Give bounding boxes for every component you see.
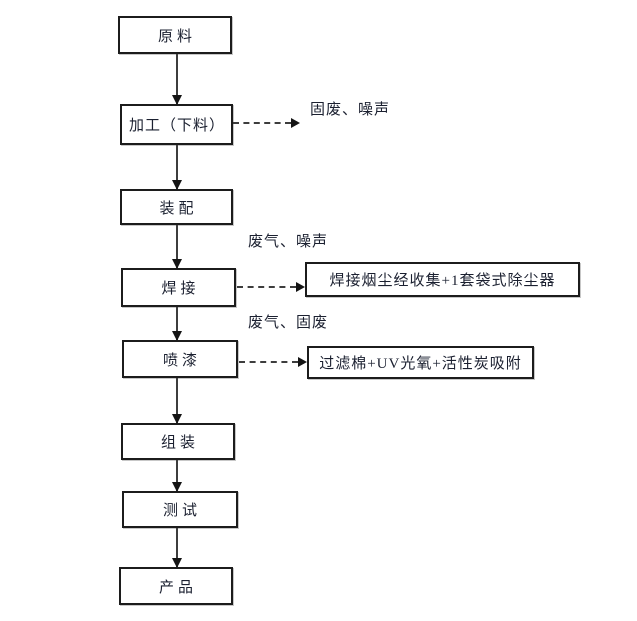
- arrow-head-icon: [172, 558, 182, 568]
- down-arrow-raw-to-processing: [172, 54, 182, 105]
- arrow-head-icon: [291, 118, 300, 128]
- flow-node-painting: 喷漆: [122, 340, 238, 378]
- down-arrow-fitting-to-welding: [172, 225, 182, 269]
- emission-label-solid-waste-noise: 固废、噪声: [310, 102, 391, 118]
- down-arrow-welding-to-painting: [172, 307, 182, 341]
- flow-node-fitting: 装配: [120, 189, 233, 225]
- arrow-head-icon: [296, 282, 305, 292]
- flow-node-processing: 加工（下料）: [120, 104, 233, 145]
- down-arrow-assembling-to-testing: [172, 460, 182, 492]
- down-arrow-processing-to-fitting: [172, 145, 182, 190]
- down-arrow-painting-to-assembling: [172, 378, 182, 424]
- arrow-head-icon: [172, 414, 182, 424]
- treatment-box-welding-dust-collection: 焊接烟尘经收集+1套袋式除尘器: [305, 262, 580, 297]
- flow-node-raw-material: 原料: [118, 16, 232, 54]
- dashed-right-arrow-welding-emission: [237, 282, 305, 292]
- arrow-head-icon: [172, 482, 182, 492]
- arrow-head-icon: [172, 259, 182, 269]
- arrow-head-icon: [172, 180, 182, 190]
- flow-node-welding: 焊接: [121, 268, 236, 307]
- arrow-head-icon: [172, 95, 182, 105]
- emission-label-waste-gas-noise: 废气、噪声: [248, 234, 329, 250]
- dashed-right-arrow-processing-emission: [233, 118, 300, 128]
- flow-node-product: 产品: [119, 567, 233, 605]
- flow-node-assembling: 组装: [121, 423, 235, 460]
- arrow-head-icon: [172, 331, 182, 341]
- down-arrow-testing-to-product: [172, 528, 182, 568]
- emission-label-waste-gas-solid-waste: 废气、固废: [248, 315, 329, 331]
- treatment-box-filter-uv-carbon: 过滤棉+UV光氧+活性炭吸附: [307, 346, 534, 379]
- arrow-head-icon: [298, 357, 307, 367]
- dashed-right-arrow-painting-emission: [239, 357, 307, 367]
- flow-node-testing: 测试: [122, 491, 238, 528]
